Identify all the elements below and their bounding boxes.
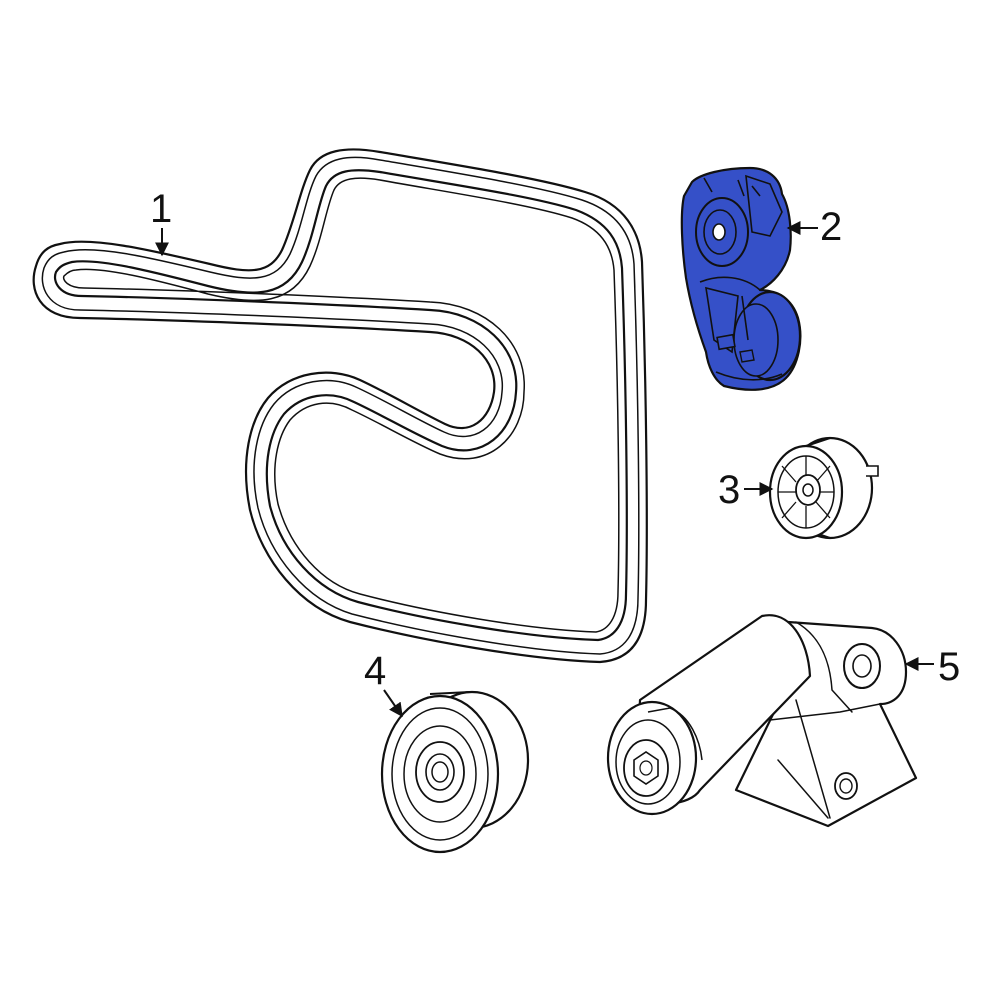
- idler-pulley-ribbed[interactable]: [768, 436, 879, 540]
- callout-4: 4: [364, 649, 403, 718]
- callout-label-4: 4: [364, 649, 386, 693]
- callout-2: 2: [786, 205, 842, 249]
- leader-arrow-4: [383, 689, 403, 718]
- callout-label-3: 3: [718, 468, 740, 512]
- callout-1: 1: [150, 187, 172, 257]
- belt-tensioner[interactable]: [680, 166, 802, 391]
- callout-3: 3: [718, 468, 774, 512]
- callout-label-2: 2: [820, 205, 842, 249]
- callout-label-1: 1: [150, 187, 172, 231]
- tensioner-bracket[interactable]: [606, 614, 918, 828]
- callout-label-5: 5: [938, 645, 960, 689]
- idler-pulley-smooth[interactable]: [380, 690, 530, 854]
- callout-5: 5: [904, 645, 960, 689]
- serpentine-belt[interactable]: [32, 148, 648, 664]
